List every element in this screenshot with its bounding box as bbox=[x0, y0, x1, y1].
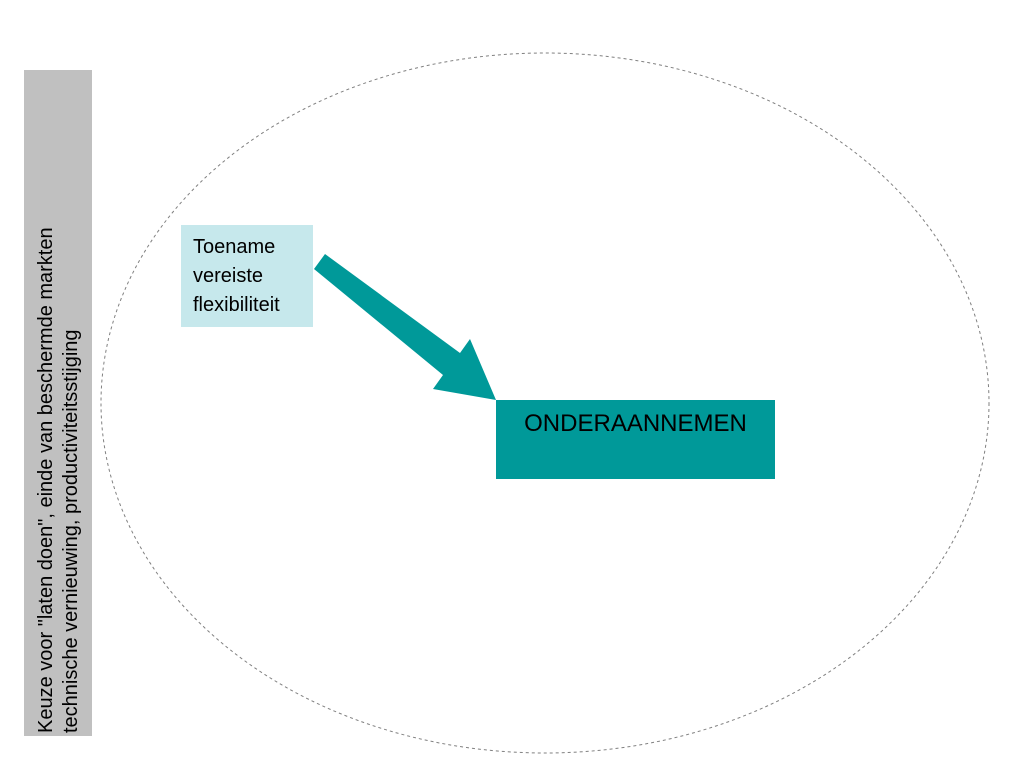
flexibility-box: Toename vereiste flexibiliteit bbox=[181, 225, 313, 327]
flexibility-line-2: vereiste bbox=[193, 265, 264, 287]
flow-arrow bbox=[314, 254, 496, 400]
side-panel bbox=[24, 70, 92, 736]
flexibility-line-1: Toename bbox=[193, 236, 276, 258]
context-ellipse bbox=[100, 52, 990, 754]
subcontracting-box: ONDERAANNEMEN bbox=[496, 400, 775, 479]
subcontracting-label: ONDERAANNEMEN bbox=[524, 410, 747, 437]
flexibility-line-3: flexibiliteit bbox=[193, 294, 280, 316]
